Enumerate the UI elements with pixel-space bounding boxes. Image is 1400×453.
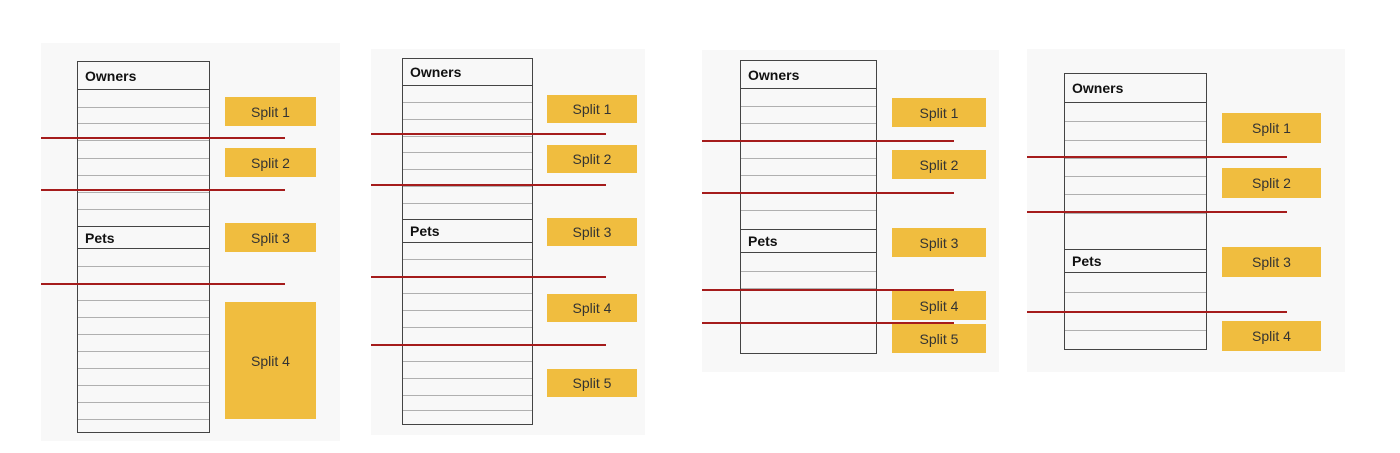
table-row [78,368,209,369]
split-4-label: Split 4 [892,291,986,320]
split-3-label: Split 3 [892,228,986,257]
table-row [741,123,876,124]
table-row [403,310,532,311]
owners-header: Owners [403,59,532,86]
table-column: Owners Pets [740,60,877,354]
table-row [403,259,532,260]
split-boundary-line [371,133,606,135]
split-1-label: Split 1 [892,98,986,127]
split-boundary-line [1027,156,1287,158]
table-row [78,140,209,141]
diagram-3: Owners Pets Split 1 Split 2 Split 3 Spli… [702,50,999,372]
table-row [741,106,876,107]
table-row [78,385,209,386]
table-row [1065,292,1206,293]
table-row [1065,158,1206,159]
split-boundary-line [41,189,285,191]
split-boundary-line [702,322,954,324]
split-4-label: Split 4 [547,294,637,322]
owners-header: Owners [741,61,876,89]
table-row [1065,140,1206,141]
split-boundary-line [1027,211,1287,213]
table-row [403,203,532,204]
split-4-label: Split 4 [1222,321,1321,351]
table-row [403,327,532,328]
table-row [403,136,532,137]
table-row [403,119,532,120]
table-row [741,288,876,289]
table-row [78,300,209,301]
table-row [78,209,209,210]
table-row [78,266,209,267]
split-boundary-line [702,192,954,194]
pets-header: Pets [1065,249,1206,273]
split-boundary-line [702,140,954,142]
split-5-label: Split 5 [892,324,986,353]
table-column: Owners Pets [77,61,210,433]
table-column: Owners Pets [402,58,533,425]
table-row [1065,176,1206,177]
split-2-label: Split 2 [1222,168,1321,198]
split-5-label: Split 5 [547,369,637,397]
split-boundary-line [371,184,606,186]
table-row [78,123,209,124]
split-boundary-line [371,276,606,278]
table-row [1065,194,1206,195]
split-boundary-line [702,289,954,291]
pets-header: Pets [78,226,209,249]
table-row [1065,121,1206,122]
table-row [78,351,209,352]
split-2-label: Split 2 [547,145,637,173]
table-row [403,102,532,103]
table-row [1065,213,1206,214]
table-row [741,271,876,272]
split-1-label: Split 1 [225,97,316,126]
split-boundary-line [41,137,285,139]
table-row [741,210,876,211]
diagram-1: Owners Pets Split 1 Split 2 Split 3 Spli… [41,43,340,441]
table-row [741,158,876,159]
split-3-label: Split 3 [1222,247,1321,277]
split-1-label: Split 1 [1222,113,1321,143]
split-boundary-line [41,283,285,285]
owners-header: Owners [78,62,209,90]
owners-header: Owners [1065,74,1206,103]
table-row [403,169,532,170]
table-row [78,192,209,193]
split-1-label: Split 1 [547,95,637,123]
split-2-label: Split 2 [892,150,986,179]
split-3-label: Split 3 [225,223,316,252]
table-row [403,186,532,187]
table-row [78,317,209,318]
diagram-2: Owners Pets Split 1 Split 2 Split 3 Spli… [371,49,645,435]
table-row [403,293,532,294]
table-row [403,361,532,362]
split-boundary-line [371,344,606,346]
split-4-label: Split 4 [225,302,316,419]
split-2-label: Split 2 [225,148,316,177]
table-row [78,334,209,335]
table-row [78,402,209,403]
pets-header: Pets [741,229,876,253]
table-row [78,158,209,159]
table-row [403,410,532,411]
split-3-label: Split 3 [547,218,637,246]
diagram-4: Owners Pets Split 1 Split 2 Split 3 Spli… [1027,49,1345,372]
table-row [1065,330,1206,331]
table-row [403,378,532,379]
table-row [741,175,876,176]
split-boundary-line [1027,311,1287,313]
table-row [78,175,209,176]
table-row [78,107,209,108]
table-row [403,152,532,153]
pets-header: Pets [403,219,532,243]
table-row [78,419,209,420]
table-row [403,395,532,396]
